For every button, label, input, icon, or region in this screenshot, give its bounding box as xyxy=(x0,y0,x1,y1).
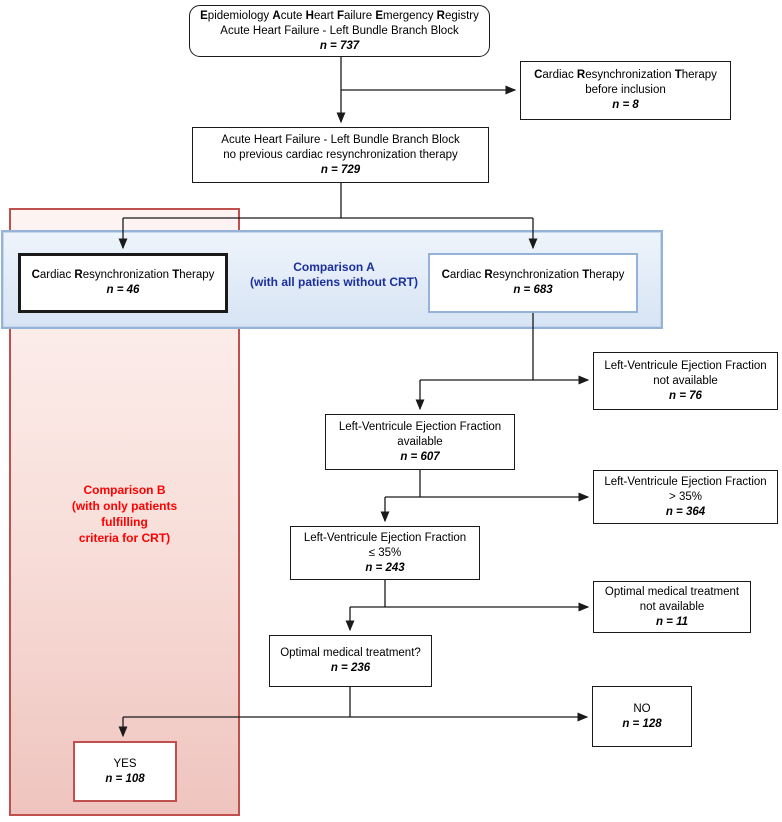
lvef-not-available-count: n = 76 xyxy=(669,389,702,402)
no-previous-crt-box: Acute Heart Failure - Left Bundle Branch… xyxy=(192,127,489,183)
no-crt-group-title: Cardiac Resynchronization Therapy xyxy=(441,269,625,281)
omt-not-available-box: Optimal medical treatment not available … xyxy=(593,581,751,633)
crt-before-inclusion-subtitle: before inclusion xyxy=(585,84,666,96)
comparison-b-line3: fulfilling xyxy=(101,515,148,529)
lvef-above-35-count: n = 364 xyxy=(665,505,706,518)
lvef-available-line1: Left-Ventricule Ejection Fraction xyxy=(338,420,502,433)
lvef-not-available-box: Left-Ventricule Ejection Fraction not av… xyxy=(593,352,778,410)
comparison-b-line4: criteria for CRT) xyxy=(78,531,171,545)
no-crt-group-box: Cardiac Resynchronization Therapy n = 68… xyxy=(428,253,638,313)
no-outcome-label: NO xyxy=(633,702,651,715)
registry-title: Epidemiology Acute Heart Failure Emergen… xyxy=(200,9,479,22)
crt-group-title: Cardiac Resynchronization Therapy xyxy=(31,269,215,281)
registry-box: Epidemiology Acute Heart Failure Emergen… xyxy=(189,5,490,57)
yes-outcome-count: n = 108 xyxy=(105,772,145,785)
crt-before-inclusion-count: n = 8 xyxy=(612,99,639,111)
comparison-b-label: Comparison B (with only patients fulfill… xyxy=(14,482,235,546)
lvef-above-35-line1: Left-Ventricule Ejection Fraction xyxy=(604,475,767,488)
comparison-a-title: Comparison A xyxy=(293,260,375,274)
lvef-not-available-line2: not available xyxy=(653,374,718,387)
lvef-below-35-count: n = 243 xyxy=(365,561,405,574)
lvef-above-35-box: Left-Ventricule Ejection Fraction > 35% … xyxy=(593,470,778,524)
no-previous-crt-count: n = 729 xyxy=(320,163,361,176)
yes-outcome-box: YES n = 108 xyxy=(73,741,177,802)
omt-not-available-count: n = 11 xyxy=(655,615,689,628)
no-crt-group-count: n = 683 xyxy=(513,284,553,296)
comparison-b-line2: (with only patients xyxy=(71,499,178,513)
omt-question-line1: Optimal medical treatment? xyxy=(280,647,421,659)
registry-subtitle: Acute Heart Failure - Left Bundle Branch… xyxy=(220,24,459,37)
no-outcome-count: n = 128 xyxy=(622,717,662,730)
no-previous-crt-line1: Acute Heart Failure - Left Bundle Branch… xyxy=(221,133,460,146)
lvef-available-count: n = 607 xyxy=(400,450,440,463)
crt-group-count: n = 46 xyxy=(106,284,140,296)
crt-before-inclusion-title: Cardiac Resynchronization Therapy xyxy=(534,69,717,81)
lvef-below-35-line1: Left-Ventricule Ejection Fraction xyxy=(303,531,467,544)
lvef-available-box: Left-Ventricule Ejection Fraction availa… xyxy=(325,414,515,470)
crt-before-inclusion-box: Cardiac Resynchronization Therapy before… xyxy=(520,61,731,120)
comparison-b-line1: Comparison B xyxy=(83,483,166,497)
crt-group-box: Cardiac Resynchronization Therapy n = 46 xyxy=(18,253,228,313)
omt-question-box: Optimal medical treatment? n = 236 xyxy=(269,635,432,687)
omt-not-available-line1: Optimal medical treatment xyxy=(604,585,740,598)
omt-question-count: n = 236 xyxy=(330,662,371,674)
registry-count: n = 737 xyxy=(319,39,360,52)
omt-not-available-line2: not available xyxy=(639,600,705,613)
lvef-available-line2: available xyxy=(397,435,443,448)
comparison-a-label: Comparison A (with all patiens without C… xyxy=(238,260,430,290)
lvef-not-available-line1: Left-Ventricule Ejection Fraction xyxy=(604,359,767,372)
no-previous-crt-line2: no previous cardiac resynchronization th… xyxy=(223,148,458,161)
yes-outcome-label: YES xyxy=(113,757,137,770)
lvef-below-35-box: Left-Ventricule Ejection Fraction ≤ 35% … xyxy=(290,526,480,580)
no-outcome-box: NO n = 128 xyxy=(592,686,692,747)
lvef-above-35-line2: > 35% xyxy=(669,490,702,503)
comparison-a-subtitle: (with all patiens without CRT) xyxy=(250,275,418,289)
lvef-below-35-line2: ≤ 35% xyxy=(368,546,402,559)
